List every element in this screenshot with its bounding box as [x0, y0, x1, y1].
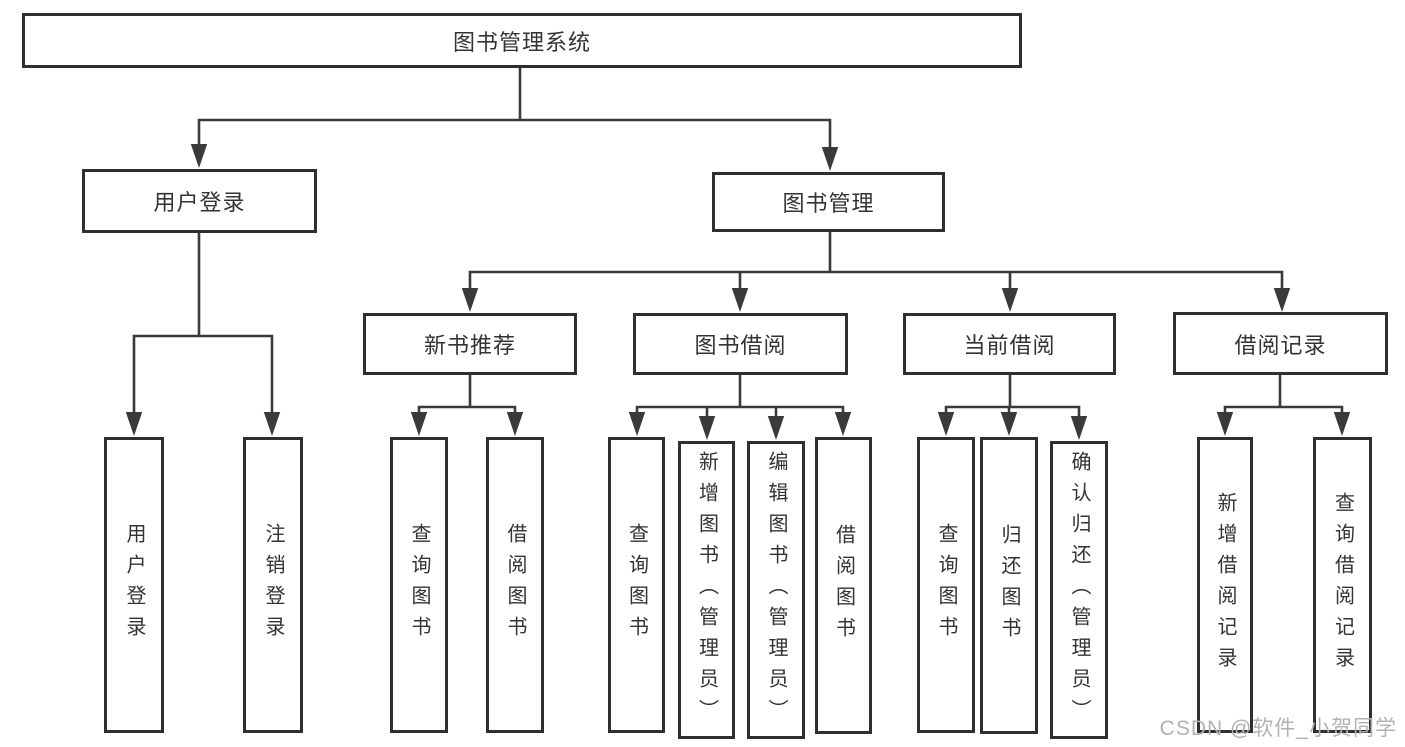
leaf-cur-return-book: 归还图书 — [980, 437, 1038, 734]
leaf-cur-confirm-return: 确认归还（管理员） — [1050, 441, 1108, 739]
node-book-borrowing: 图书借阅 — [633, 313, 848, 375]
node-current-borrowing-label: 当前借阅 — [963, 333, 1056, 358]
node-borrowing-records-label: 借阅记录 — [1234, 332, 1327, 358]
leaf-borrow-edit-book: 编辑图书（管理员） — [747, 441, 805, 739]
leaf-add-borrow-record-label: 新增借阅记录 — [1214, 492, 1236, 678]
leaf-add-borrow-record: 新增借阅记录 — [1197, 437, 1253, 733]
node-new-book-recommend: 新书推荐 — [363, 313, 577, 375]
leaf-rec-search-book-label: 查询图书 — [408, 523, 430, 647]
node-book-management: 图书管理 — [712, 172, 945, 232]
leaf-rec-borrow-book-label: 借阅图书 — [504, 523, 526, 647]
leaf-logout-login: 注销登录 — [243, 437, 303, 733]
node-current-borrowing: 当前借阅 — [903, 313, 1116, 375]
leaf-cur-search-book: 查询图书 — [917, 437, 975, 733]
leaf-rec-search-book: 查询图书 — [390, 437, 448, 733]
leaf-logout-login-label: 注销登录 — [262, 523, 284, 647]
leaf-user-login: 用户登录 — [104, 437, 164, 733]
leaf-borrow-search-book: 查询图书 — [608, 437, 665, 733]
leaf-cur-return-book-label: 归还图书 — [998, 523, 1020, 648]
leaf-borrow-search-book-label: 查询图书 — [625, 523, 648, 647]
leaf-search-borrow-record: 查询借阅记录 — [1313, 437, 1372, 733]
leaf-borrow-add-book: 新增图书（管理员） — [678, 441, 735, 739]
leaf-borrow-borrow-book: 借阅图书 — [815, 437, 872, 734]
watermark: CSDN @软件_小贺同学 — [1159, 717, 1397, 740]
leaf-cur-confirm-return-label: 确认归还（管理员） — [1068, 450, 1090, 730]
node-root: 图书管理系统 — [22, 13, 1022, 68]
node-borrowing-records: 借阅记录 — [1173, 312, 1388, 375]
node-user-login: 用户登录 — [82, 169, 317, 233]
leaf-borrow-borrow-book-label: 借阅图书 — [832, 523, 855, 648]
leaf-rec-borrow-book: 借阅图书 — [486, 437, 544, 733]
leaf-cur-search-book-label: 查询图书 — [935, 523, 957, 647]
node-book-management-label: 图书管理 — [782, 191, 875, 216]
leaf-borrow-edit-book-label: 编辑图书（管理员） — [765, 450, 787, 730]
node-root-label: 图书管理系统 — [452, 29, 591, 55]
leaf-borrow-add-book-label: 新增图书（管理员） — [695, 450, 718, 730]
node-new-book-recommend-label: 新书推荐 — [423, 333, 516, 358]
leaf-user-login-label: 用户登录 — [123, 523, 145, 647]
node-user-login-label: 用户登录 — [153, 190, 246, 215]
leaf-search-borrow-record-label: 查询借阅记录 — [1331, 492, 1354, 678]
node-book-borrowing-label: 图书借阅 — [694, 333, 787, 358]
